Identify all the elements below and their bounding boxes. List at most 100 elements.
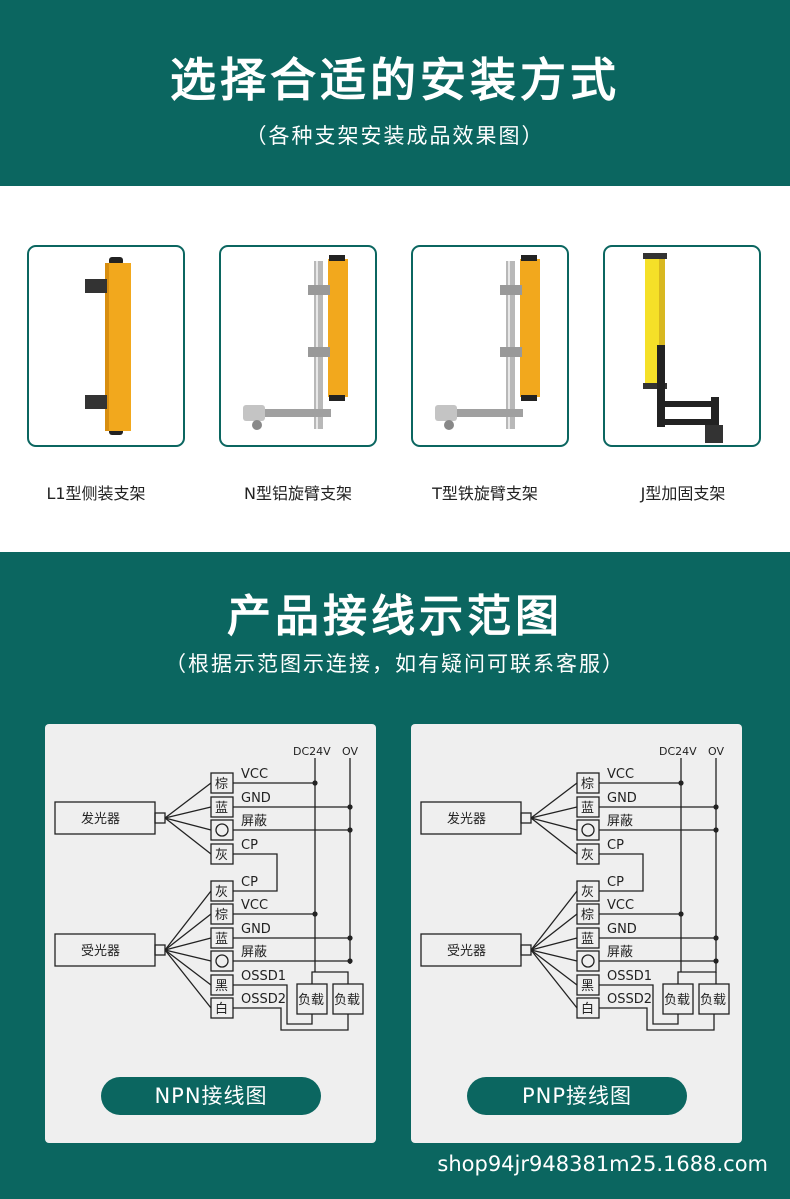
emitter-color-0: 棕 bbox=[215, 777, 228, 792]
receiver-fan-5 bbox=[530, 949, 578, 1009]
l1-bracket-image bbox=[85, 257, 131, 435]
junction-dot-3 bbox=[678, 911, 684, 917]
ov-label: OV bbox=[708, 745, 724, 758]
ov-label: OV bbox=[342, 745, 358, 758]
dc24v-label: DC24V bbox=[659, 745, 697, 758]
receiver-color-5: 白 bbox=[215, 1001, 228, 1017]
receiver-fan-5 bbox=[164, 949, 212, 1009]
emitter-signal-1: GND bbox=[241, 791, 271, 806]
emitter-name: 发光器 bbox=[81, 811, 120, 827]
receiver-fan-1 bbox=[164, 913, 212, 951]
load-label-1: 负载 bbox=[664, 993, 690, 1008]
wiring-subtitle: （根据示范图示连接，如有疑问可联系客服） bbox=[165, 652, 625, 676]
page-title: 选择合适的安装方式 bbox=[170, 53, 620, 107]
load-label-2: 负载 bbox=[700, 993, 726, 1008]
emitter-fan-0 bbox=[164, 782, 212, 819]
page-subtitle: （各种支架安装成品效果图） bbox=[245, 124, 545, 148]
bracket-card-l1[interactable] bbox=[27, 245, 185, 447]
junction-dot-2 bbox=[713, 827, 719, 833]
receiver-fan-3 bbox=[530, 949, 578, 962]
load2-supply bbox=[315, 971, 349, 984]
receiver-signal-2: GND bbox=[241, 922, 271, 937]
junction-dot-4 bbox=[713, 935, 719, 941]
emitter-color-box-2 bbox=[210, 819, 234, 841]
emitter-color-box-2 bbox=[576, 819, 600, 841]
receiver-signal-2: GND bbox=[607, 922, 637, 937]
emitter-color-3: 灰 bbox=[581, 848, 594, 863]
t-bracket-image bbox=[435, 255, 540, 430]
emitter-fan-2 bbox=[164, 817, 212, 831]
wiring-title: 产品接线示范图 bbox=[227, 591, 563, 642]
receiver-color-1: 棕 bbox=[581, 908, 594, 923]
pnp-label-button[interactable]: PNP接线图 bbox=[467, 1077, 687, 1115]
receiver-signal-3: 屏蔽 bbox=[241, 945, 267, 960]
emitter-name: 发光器 bbox=[447, 811, 486, 827]
emitter-color-0: 棕 bbox=[581, 777, 594, 792]
emitter-signal-0: VCC bbox=[241, 767, 268, 782]
n-bracket-image bbox=[243, 255, 348, 430]
junction-dot-5 bbox=[347, 958, 353, 964]
receiver-color-box-3 bbox=[210, 950, 234, 972]
receiver-fan-4 bbox=[164, 949, 212, 986]
receiver-signal-0: CP bbox=[241, 875, 258, 890]
emitter-color-3: 灰 bbox=[215, 848, 228, 863]
cp-link-wire bbox=[233, 853, 278, 892]
ossd2-wire bbox=[233, 1007, 349, 1031]
emitter-signal-1: GND bbox=[607, 791, 637, 806]
emitter-fan-3 bbox=[164, 817, 212, 855]
receiver-fan-0 bbox=[164, 890, 212, 951]
receiver-color-4: 黑 bbox=[581, 979, 594, 994]
receiver-color-2: 蓝 bbox=[581, 932, 594, 947]
ossd1-wire bbox=[599, 984, 679, 1025]
receiver-shield-icon-3 bbox=[215, 954, 229, 968]
bracket-label-l1: L1型侧装支架 bbox=[46, 484, 146, 503]
receiver-signal-5: OSSD2 bbox=[607, 992, 652, 1007]
ossd1-wire bbox=[233, 984, 313, 1025]
emitter-signal-2: 屏蔽 bbox=[607, 814, 633, 829]
junction-dot-4 bbox=[347, 935, 353, 941]
receiver-shield-icon-3 bbox=[581, 954, 595, 968]
j-bracket-image bbox=[643, 253, 723, 443]
emitter-signal-0: VCC bbox=[607, 767, 634, 782]
emitter-fan-2 bbox=[530, 817, 578, 831]
emitter-color-1: 蓝 bbox=[581, 801, 594, 816]
junction-dot-0 bbox=[678, 780, 684, 786]
receiver-signal-1: VCC bbox=[241, 898, 268, 913]
load-label-1: 负载 bbox=[298, 993, 324, 1008]
receiver-signal-5: OSSD2 bbox=[241, 992, 286, 1007]
bracket-card-t[interactable] bbox=[411, 245, 569, 447]
bracket-card-n[interactable] bbox=[219, 245, 377, 447]
receiver-connector bbox=[520, 944, 532, 956]
npn-label-button[interactable]: NPN接线图 bbox=[101, 1077, 321, 1115]
header-band bbox=[0, 0, 790, 186]
receiver-signal-1: VCC bbox=[607, 898, 634, 913]
ossd2-wire bbox=[599, 1007, 715, 1031]
receiver-color-5: 白 bbox=[581, 1001, 594, 1017]
receiver-signal-4: OSSD1 bbox=[241, 969, 286, 984]
shop-watermark: shop94jr948381m25.1688.com bbox=[437, 1152, 768, 1176]
cp-link-wire bbox=[599, 853, 644, 892]
junction-dot-0 bbox=[312, 780, 318, 786]
emitter-fan-0 bbox=[530, 782, 578, 819]
junction-dot-1 bbox=[713, 804, 719, 810]
receiver-color-1: 棕 bbox=[215, 908, 228, 923]
emitter-signal-3: CP bbox=[241, 838, 258, 853]
receiver-signal-0: CP bbox=[607, 875, 624, 890]
emitter-color-1: 蓝 bbox=[215, 801, 228, 816]
receiver-fan-2 bbox=[164, 937, 212, 951]
load1-supply bbox=[311, 971, 315, 984]
emitter-signal-2: 屏蔽 bbox=[241, 814, 267, 829]
load1-supply bbox=[677, 964, 717, 984]
junction-dot-5 bbox=[713, 958, 719, 964]
receiver-color-2: 蓝 bbox=[215, 932, 228, 947]
receiver-fan-1 bbox=[530, 913, 578, 951]
receiver-fan-0 bbox=[530, 890, 578, 951]
receiver-signal-4: OSSD1 bbox=[607, 969, 652, 984]
bracket-card-j[interactable] bbox=[603, 245, 761, 447]
load-label-2: 负载 bbox=[334, 993, 360, 1008]
junction-dot-2 bbox=[347, 827, 353, 833]
